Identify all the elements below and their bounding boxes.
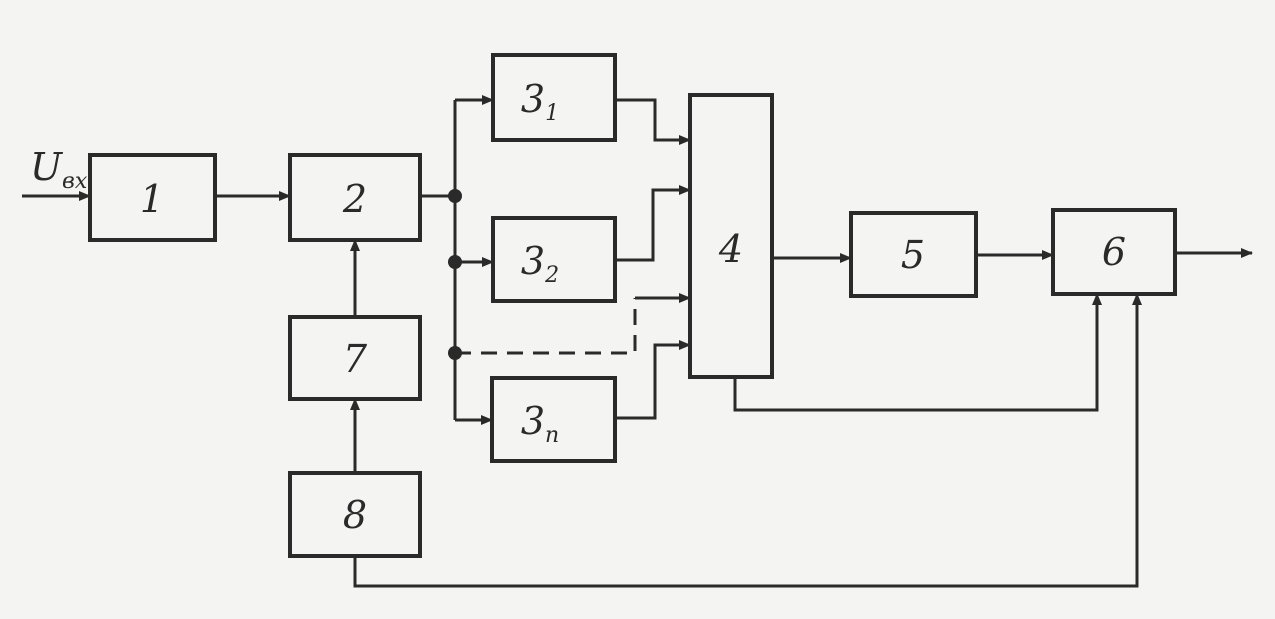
block-5-label: 5: [901, 233, 925, 277]
input-label-main: U: [30, 145, 64, 189]
block-3-2-label: 32: [521, 239, 559, 288]
block-4: [688, 93, 774, 379]
block-3-2-main: 3: [521, 239, 545, 283]
wire-3-n-to-4: [615, 340, 691, 420]
block-3-n-main: 3: [521, 399, 545, 443]
block-2-label: 2: [342, 177, 367, 221]
block-3-1-label: 31: [521, 77, 559, 126]
wire-8-to-6: [353, 293, 1142, 588]
block-1-label: 1: [140, 177, 164, 221]
block-3-2: [491, 216, 617, 303]
input-label-sub: вх: [62, 169, 88, 194]
wire-4-to-6: [733, 293, 1102, 412]
block-3-1: [491, 53, 617, 142]
block-3-n-sub: n: [545, 423, 559, 448]
block-7-label: 7: [343, 337, 368, 381]
wire-bus-dashed: [455, 298, 637, 355]
block-6-label: 6: [1102, 230, 1126, 274]
junction-node-1: [448, 189, 462, 203]
junction-node-3: [448, 346, 462, 360]
input-label: Uвх: [30, 145, 88, 194]
block-3-1-sub: 1: [545, 101, 559, 126]
block-3-n: [490, 376, 617, 463]
wire-3-1-to-4: [615, 98, 691, 145]
block-8-label: 8: [343, 493, 367, 537]
block-3-1-main: 3: [521, 77, 545, 121]
wire-3-2-to-4: [615, 185, 691, 262]
block-3-n-label: 3n: [521, 399, 559, 448]
block-4-label: 4: [718, 227, 743, 271]
junction-node-2: [448, 255, 462, 269]
block-3-2-sub: 2: [544, 263, 559, 288]
